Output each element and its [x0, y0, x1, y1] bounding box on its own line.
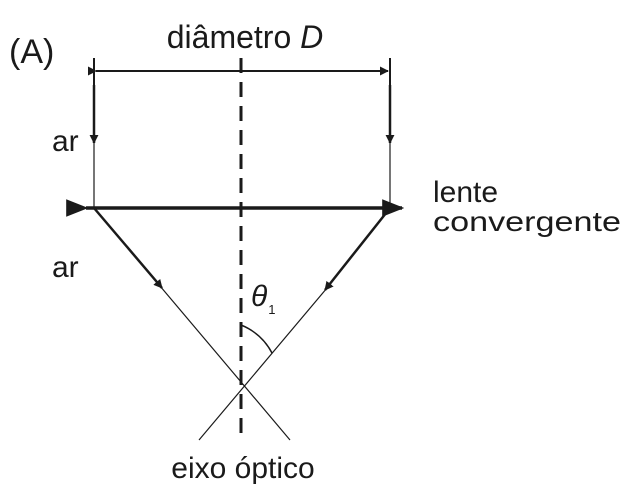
angle-arc	[240, 324, 273, 354]
lens-label-line1: lente	[433, 176, 498, 209]
diameter-text: diâmetro	[167, 19, 292, 55]
refracted-ray-left-arrow	[93, 207, 163, 289]
refracted-ray-right	[198, 287, 328, 441]
medium-label-top: ar	[52, 125, 79, 158]
angle-symbol: θ	[251, 280, 268, 313]
optical-axis-label: eixo óptico	[171, 452, 314, 485]
angle-subscript: 1	[268, 302, 275, 317]
medium-label-bottom: ar	[52, 251, 79, 284]
lens-label-line2: convergente	[433, 206, 621, 237]
diameter-label: diâmetro D	[167, 19, 324, 55]
refracted-ray-right-arrow	[324, 207, 391, 291]
refracted-ray-left	[159, 285, 291, 441]
diameter-symbol: D	[300, 19, 323, 55]
angle-label: θ1	[251, 280, 276, 317]
panel-label: (A)	[9, 33, 54, 71]
